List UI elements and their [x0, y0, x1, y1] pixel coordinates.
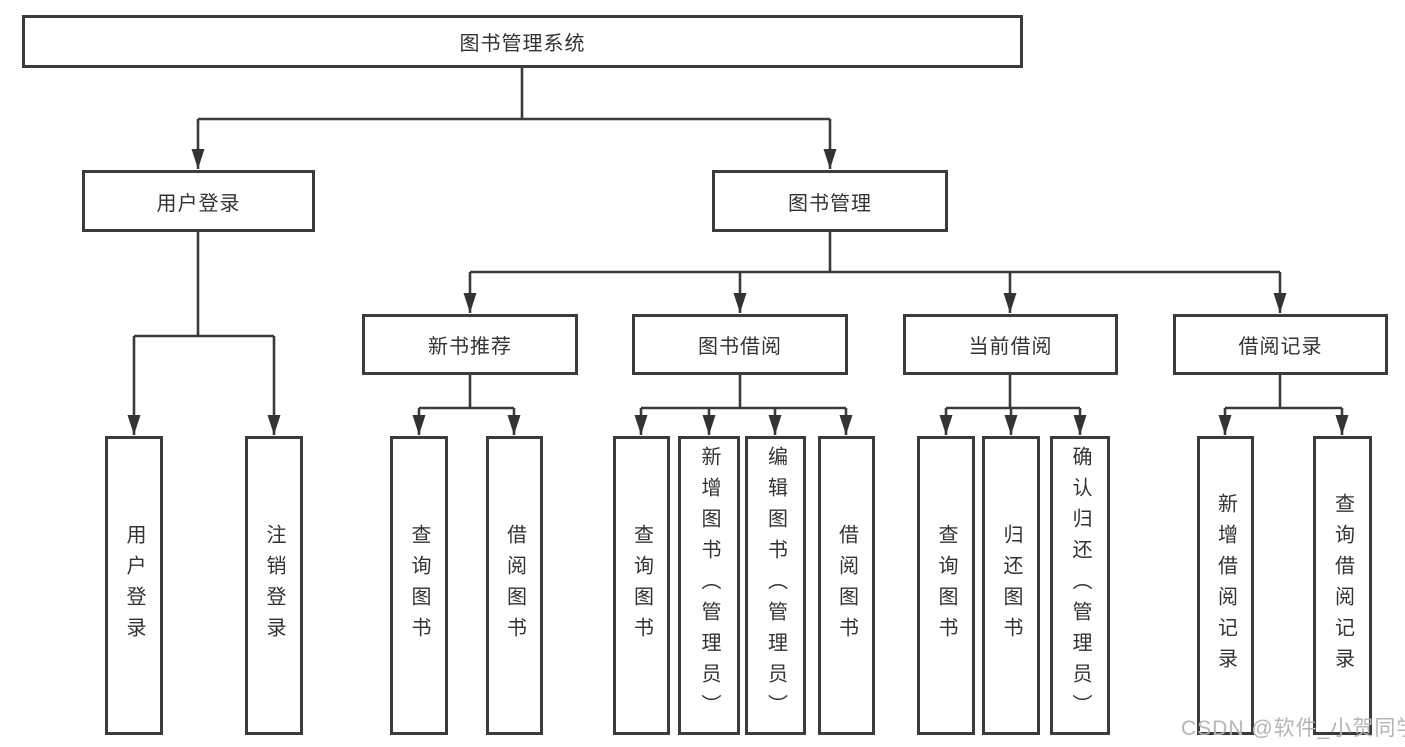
leaf-return-book-label: 归还图书 — [1000, 523, 1022, 648]
node-book-borrowing: 图书借阅 — [632, 314, 848, 375]
leaf-query-borrow-record: 查询借阅记录 — [1313, 436, 1372, 735]
leaf-edit-book-admin-label: 编辑图书（管理员） — [764, 446, 787, 725]
leaf-logout-label: 注销登录 — [263, 523, 285, 648]
leaf-borrow-book-under-new-book: 借阅图书 — [486, 436, 543, 735]
leaf-borrow-book-under-borrowing: 借阅图书 — [818, 436, 875, 735]
leaf-query-book-under-current: 查询图书 — [917, 436, 975, 735]
node-user-login: 用户登录 — [82, 170, 315, 232]
leaf-borrow-book-label: 借阅图书 — [835, 523, 858, 648]
leaf-add-book-admin-label: 新增图书（管理员） — [698, 446, 720, 725]
leaf-add-borrow-record-label: 新增借阅记录 — [1214, 492, 1237, 679]
leaf-query-book-label: 查询图书 — [630, 523, 653, 648]
leaf-add-book-admin: 新增图书（管理员） — [678, 436, 740, 735]
connector-book-mgmt-branch — [463, 232, 1287, 313]
leaf-user-login: 用户登录 — [105, 436, 163, 735]
leaf-user-login-label: 用户登录 — [123, 523, 145, 648]
connector-root-to-level2 — [191, 68, 837, 169]
node-borrow-records: 借阅记录 — [1173, 314, 1388, 375]
leaf-add-borrow-record: 新增借阅记录 — [1197, 436, 1254, 735]
leaf-query-book-under-new-book: 查询图书 — [390, 436, 448, 735]
leaf-query-book-label: 查询图书 — [408, 523, 430, 648]
node-user-login-label: 用户登录 — [156, 192, 241, 215]
node-new-book-recommend: 新书推荐 — [362, 314, 578, 375]
leaf-borrow-book-label: 借阅图书 — [503, 523, 526, 648]
leaf-return-book: 归还图书 — [982, 436, 1040, 735]
node-new-book-recommend-label: 新书推荐 — [428, 336, 512, 358]
leaf-query-book-label: 查询图书 — [935, 523, 957, 648]
connector-new-book-branch — [412, 375, 521, 435]
connector-current-borrow-branch — [939, 375, 1087, 435]
leaf-logout: 注销登录 — [245, 436, 303, 735]
node-borrow-records-label: 借阅记录 — [1238, 336, 1323, 358]
node-current-borrowing-label: 当前借阅 — [968, 336, 1053, 358]
connector-user-login-branch — [127, 232, 281, 435]
node-book-management-label: 图书管理 — [788, 192, 872, 215]
leaf-confirm-return-admin: 确认归还（管理员） — [1050, 436, 1110, 735]
leaf-query-borrow-record-label: 查询借阅记录 — [1331, 492, 1354, 679]
node-book-management: 图书管理 — [712, 170, 948, 232]
node-root: 图书管理系统 — [22, 15, 1023, 68]
leaf-edit-book-admin: 编辑图书（管理员） — [745, 436, 806, 735]
leaf-query-book-under-borrowing: 查询图书 — [613, 436, 670, 735]
leaf-confirm-return-admin-label: 确认归还（管理员） — [1069, 446, 1091, 725]
node-book-borrowing-label: 图书借阅 — [698, 336, 782, 358]
csdn-watermark: CSDN @软件_小贺同学 — [1181, 717, 1405, 740]
connector-borrow-record-branch — [1218, 375, 1349, 435]
node-current-borrowing: 当前借阅 — [903, 314, 1118, 375]
node-root-label: 图书管理系统 — [459, 33, 586, 55]
connector-book-borrow-branch — [634, 375, 853, 435]
